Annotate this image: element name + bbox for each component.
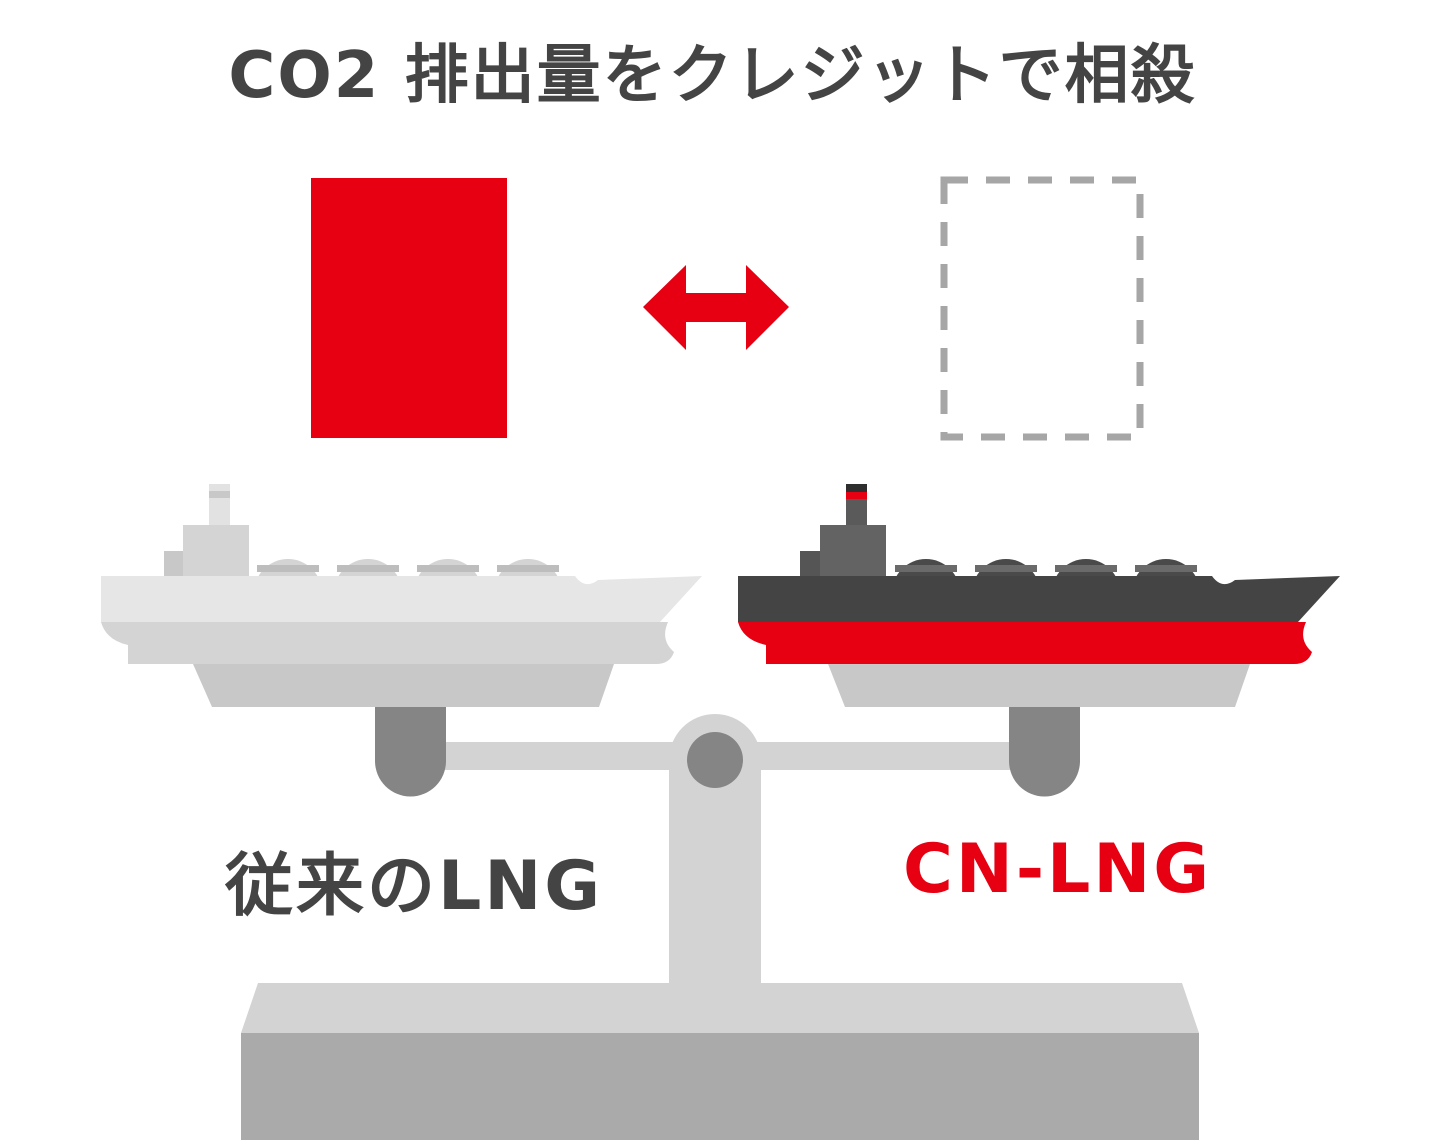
scale-pan-right [828,664,1250,707]
double-arrow-icon [643,265,789,350]
offset-empty-block [940,176,1144,441]
scale-pan-left [193,664,614,707]
label-conventional-lng: 従来のLNG [225,847,604,926]
scale-base [241,1033,1199,1140]
scale-pillar [669,714,761,983]
balance-scale [193,664,1250,1140]
scale-pivot [687,732,743,788]
ship-cn-lng [738,484,1340,664]
scale-hanger-right [1009,707,1080,797]
co2-emission-block [311,178,507,438]
scale-base-top [241,983,1199,1033]
label-cn-lng: CN-LNG [903,830,1213,909]
ship-conventional-lng [101,484,702,664]
page-title: CO2 排出量をクレジットで相殺 [228,39,1197,113]
scale-hanger-left [375,707,446,797]
